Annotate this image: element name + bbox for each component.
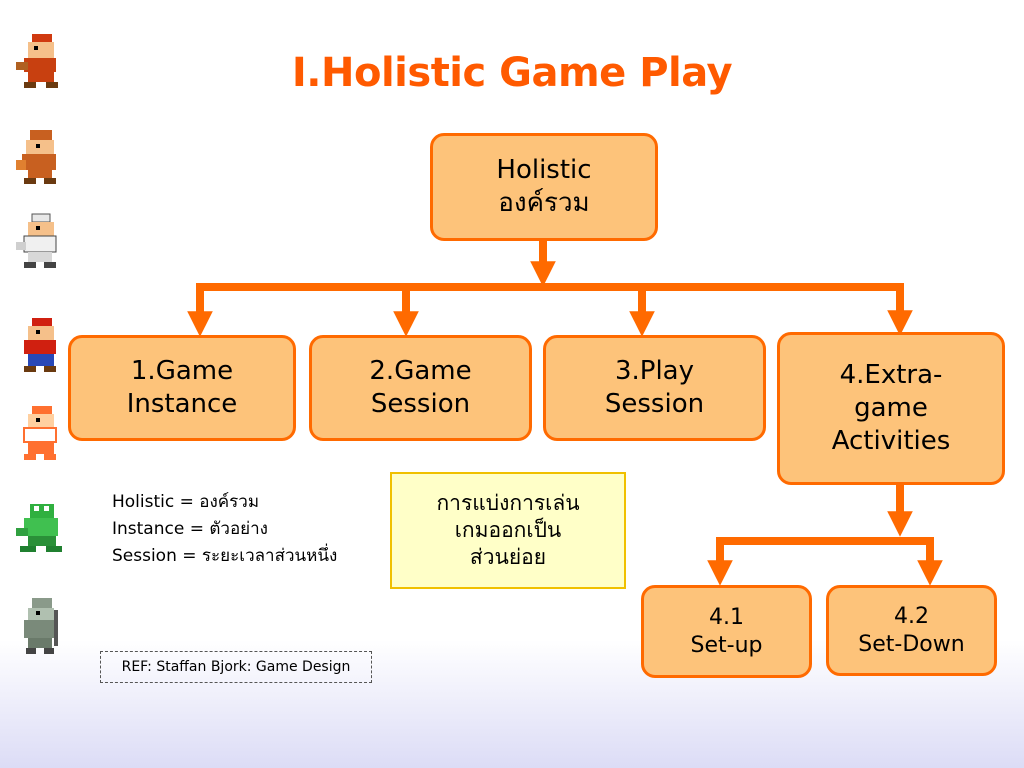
tanooki-mario-icon	[16, 130, 56, 184]
glossary: Holistic = องค์รวม Instance = ตัวอย่าง S…	[112, 489, 337, 570]
white-raccoon-mario-icon	[16, 213, 57, 268]
node-extra-game-activities: 4.Extra- game Activities	[777, 332, 1005, 485]
note-line-3: ส่วนย่อย	[469, 545, 547, 570]
note-box: การแบ่งการเล่น เกมออกเป็น ส่วนย่อย	[390, 472, 626, 589]
node-play-session-line-2: Session	[604, 389, 705, 419]
node-play-session: 3.Play Session	[543, 335, 766, 441]
node-game-instance-line-1: 1.Game	[130, 355, 234, 386]
super-mario-icon	[24, 318, 56, 372]
node-set-up-line-1: 4.1	[708, 605, 744, 630]
reference-note: REF: Staffan Bjork: Game Design	[100, 651, 372, 683]
node-game-instance-line-2: Instance	[126, 389, 238, 419]
node-set-down-line-1: 4.2	[894, 604, 929, 629]
node-extra-game-line-3: Activities	[831, 426, 951, 457]
node-play-session-line-1: 3.Play	[614, 355, 694, 386]
node-set-down: 4.2 Set-Down	[826, 585, 997, 676]
node-game-session: 2.Game Session	[309, 335, 532, 441]
raccoon-mario-icon	[16, 34, 58, 88]
node-set-up-line-2: Set-up	[690, 632, 763, 658]
glossary-line-instance: Instance = ตัวอย่าง	[112, 519, 268, 539]
node-set-up: 4.1 Set-up	[641, 585, 812, 678]
node-holistic-line-2: องค์รวม	[498, 188, 590, 218]
slide-title: I.Holistic Game Play	[291, 50, 733, 96]
node-game-session-line-1: 2.Game	[369, 355, 472, 386]
node-holistic-line-1: Holistic	[496, 154, 592, 185]
frog-mario-icon	[16, 504, 62, 552]
glossary-line-session: Session = ระยะเวลาส่วนหนึ่ง	[112, 546, 338, 566]
node-set-down-line-2: Set-Down	[858, 631, 965, 657]
glossary-line-holistic: Holistic = องค์รวม	[112, 492, 260, 512]
node-extra-game-line-1: 4.Extra-	[839, 359, 943, 390]
node-holistic: Holistic องค์รวม	[430, 133, 658, 241]
fire-mario-icon	[23, 406, 57, 460]
node-extra-game-line-2: game	[854, 392, 928, 423]
node-game-session-line-2: Session	[370, 389, 471, 419]
hammer-mario-icon	[24, 598, 58, 654]
node-game-instance: 1.Game Instance	[68, 335, 296, 441]
note-line-2: เกมออกเป็น	[454, 517, 562, 542]
note-line-1: การแบ่งการเล่น	[436, 490, 580, 515]
